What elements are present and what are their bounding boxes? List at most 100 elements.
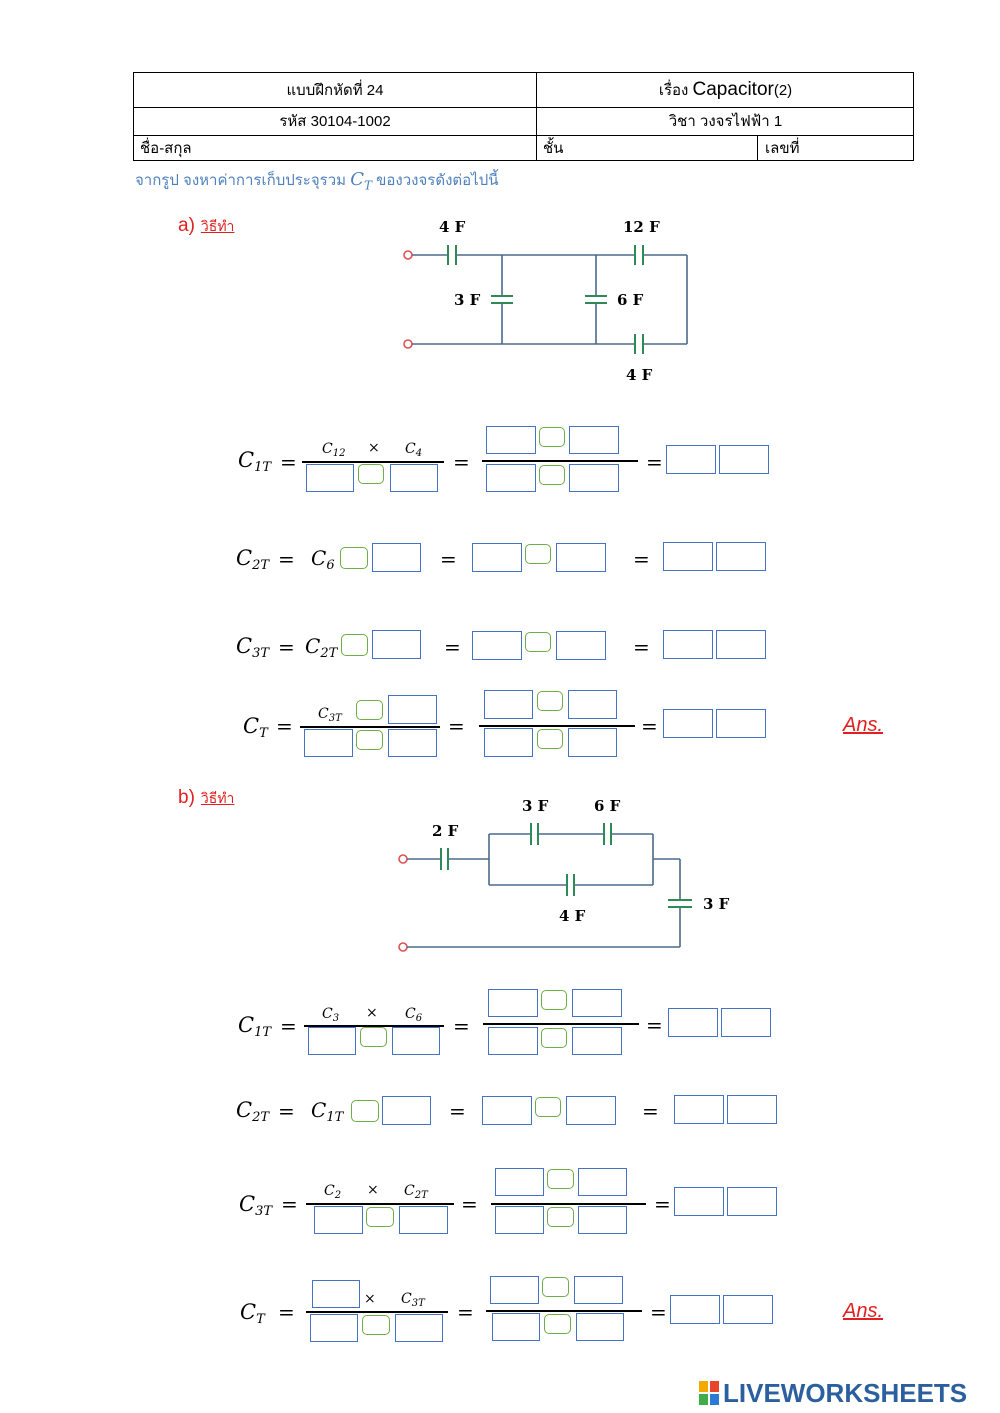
equals-sign: = xyxy=(633,547,650,571)
answer-box[interactable] xyxy=(716,542,766,571)
equals-sign: = xyxy=(650,1300,667,1324)
answer-box[interactable] xyxy=(663,630,713,659)
answer-box[interactable] xyxy=(484,690,533,719)
equals-sign: = xyxy=(444,635,461,659)
operator-box[interactable] xyxy=(541,1028,567,1048)
operator-box[interactable] xyxy=(542,1277,569,1297)
cap-b2-label: 3 F xyxy=(522,797,549,815)
answer-box[interactable] xyxy=(663,709,713,738)
answer-box[interactable] xyxy=(569,464,619,492)
operator-box[interactable] xyxy=(356,730,383,750)
answer-box[interactable] xyxy=(568,728,617,757)
operator-box[interactable] xyxy=(358,464,384,484)
answer-box[interactable] xyxy=(568,690,617,719)
answer-box[interactable] xyxy=(569,426,619,454)
operator-box[interactable] xyxy=(541,990,567,1010)
answer-box[interactable] xyxy=(395,1314,443,1342)
answer-box[interactable] xyxy=(308,1027,356,1055)
answer-box[interactable] xyxy=(492,1313,540,1341)
liveworksheets-logo: LIVEWORKSHEETS xyxy=(698,1378,967,1409)
answer-box[interactable] xyxy=(727,1095,777,1124)
cap-a2-label: 12 F xyxy=(623,218,660,236)
answer-box[interactable] xyxy=(399,1206,448,1234)
answer-box[interactable] xyxy=(716,709,766,738)
answer-box[interactable] xyxy=(382,1096,431,1125)
answer-box[interactable] xyxy=(719,445,769,474)
operator-box[interactable] xyxy=(539,465,565,485)
answer-box[interactable] xyxy=(495,1206,544,1234)
equals-sign: = xyxy=(646,450,663,474)
answer-box[interactable] xyxy=(310,1314,358,1342)
operator-box[interactable] xyxy=(525,544,551,564)
topic-main: Capacitor xyxy=(692,79,774,100)
answer-box[interactable] xyxy=(304,729,353,757)
answer-box[interactable] xyxy=(566,1096,616,1125)
answer-box[interactable] xyxy=(578,1206,627,1234)
answer-box[interactable] xyxy=(390,464,438,492)
answer-box[interactable] xyxy=(488,989,538,1017)
answer-box[interactable] xyxy=(670,1295,720,1324)
answer-box[interactable] xyxy=(668,1008,718,1037)
answer-box[interactable] xyxy=(314,1206,363,1234)
answer-box[interactable] xyxy=(674,1187,724,1216)
operator-box[interactable] xyxy=(547,1207,574,1227)
operator-box[interactable] xyxy=(366,1207,394,1227)
times-sign: × xyxy=(368,440,380,456)
operator-box[interactable] xyxy=(351,1100,379,1122)
a-eq1-n1: C12 xyxy=(322,441,346,459)
answer-box[interactable] xyxy=(372,630,421,659)
operator-box[interactable] xyxy=(539,427,565,447)
operator-box[interactable] xyxy=(544,1314,571,1334)
answer-box[interactable] xyxy=(556,631,606,660)
equals-sign: = xyxy=(654,1192,671,1216)
operator-box[interactable] xyxy=(360,1027,387,1047)
answer-box[interactable] xyxy=(576,1313,624,1341)
times-sign: × xyxy=(366,1005,378,1021)
answer-box[interactable] xyxy=(484,728,533,757)
answer-box[interactable] xyxy=(392,1027,440,1055)
answer-box[interactable] xyxy=(572,989,622,1017)
answer-box[interactable] xyxy=(472,631,522,660)
answer-box[interactable] xyxy=(488,1027,538,1055)
operator-box[interactable] xyxy=(535,1097,561,1117)
answer-box[interactable] xyxy=(716,630,766,659)
answer-box[interactable] xyxy=(372,543,421,572)
answer-box[interactable] xyxy=(312,1280,360,1308)
equals-sign: = xyxy=(278,1300,295,1324)
cap-b4-label: 4 F xyxy=(559,907,586,925)
operator-box[interactable] xyxy=(547,1169,574,1189)
answer-box[interactable] xyxy=(663,542,713,571)
answer-box[interactable] xyxy=(486,426,536,454)
answer-box[interactable] xyxy=(495,1168,544,1196)
answer-box[interactable] xyxy=(674,1095,724,1124)
answer-box[interactable] xyxy=(388,729,437,757)
answer-box[interactable] xyxy=(556,543,606,572)
answer-box[interactable] xyxy=(572,1027,622,1055)
operator-box[interactable] xyxy=(537,729,563,749)
operator-box[interactable] xyxy=(356,700,383,720)
operator-box[interactable] xyxy=(525,632,551,652)
cap-b1-label: 2 F xyxy=(432,822,459,840)
operator-box[interactable] xyxy=(341,634,368,656)
answer-box[interactable] xyxy=(490,1276,539,1304)
answer-box[interactable] xyxy=(721,1008,771,1037)
subject: วิชา วงจรไฟฟ้า 1 xyxy=(668,113,783,130)
answer-box[interactable] xyxy=(306,464,354,492)
answer-box[interactable] xyxy=(727,1187,777,1216)
answer-box[interactable] xyxy=(666,445,716,474)
operator-box[interactable] xyxy=(340,547,368,569)
cap-a1-label: 4 F xyxy=(439,218,466,236)
equals-sign: = xyxy=(642,1099,659,1123)
times-sign: × xyxy=(364,1291,376,1307)
answer-box[interactable] xyxy=(486,464,536,492)
cap-a5-label: 4 F xyxy=(626,366,653,384)
operator-box[interactable] xyxy=(537,691,563,711)
operator-box[interactable] xyxy=(362,1315,390,1335)
answer-box[interactable] xyxy=(482,1096,532,1125)
answer-box[interactable] xyxy=(578,1168,627,1196)
answer-box[interactable] xyxy=(388,695,437,724)
answer-box[interactable] xyxy=(723,1295,773,1324)
terminal-a-bottom xyxy=(403,339,413,349)
answer-box[interactable] xyxy=(574,1276,623,1304)
answer-box[interactable] xyxy=(472,543,522,572)
